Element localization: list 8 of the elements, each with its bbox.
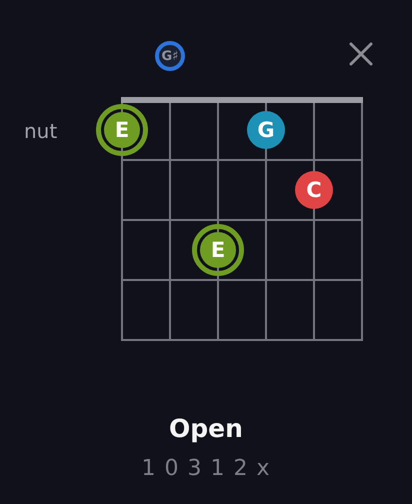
root-note-marker: E — [192, 224, 244, 276]
root-note-marker: E — [96, 104, 148, 156]
note-marker: C — [295, 171, 333, 209]
chord-name: Open — [169, 416, 243, 441]
fingering-text: 1 0 3 1 2 x — [142, 458, 270, 480]
note-marker: G — [247, 111, 285, 149]
note-badge: G♯ — [155, 41, 185, 71]
string-label: nut — [24, 121, 58, 141]
